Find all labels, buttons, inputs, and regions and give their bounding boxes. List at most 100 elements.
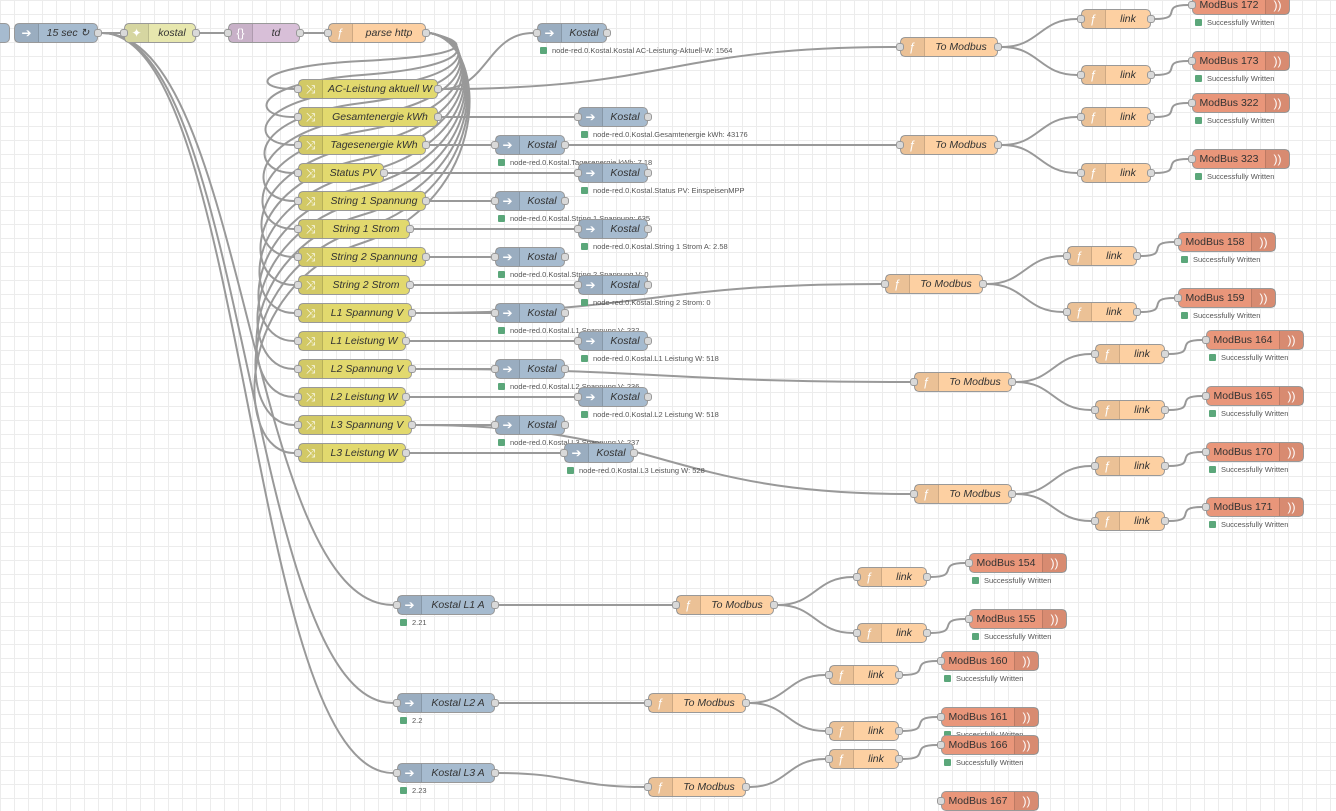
node-modbus-mb165[interactable]: ModBus 165)) <box>1202 386 1304 406</box>
wire[interactable] <box>1001 116 1078 146</box>
output-port[interactable] <box>408 365 416 373</box>
output-port[interactable] <box>491 601 499 609</box>
input-port[interactable] <box>294 169 302 177</box>
node-change-ch12[interactable]: ⤨L2 Leistung W <box>294 387 410 407</box>
node-ioout-k_l3v[interactable]: ➔Kostal <box>491 415 569 435</box>
input-port[interactable] <box>294 337 302 345</box>
output-port[interactable] <box>94 29 102 37</box>
input-port[interactable] <box>491 365 499 373</box>
input-port[interactable] <box>294 225 302 233</box>
output-port[interactable] <box>895 755 903 763</box>
output-port[interactable] <box>491 699 499 707</box>
input-port[interactable] <box>294 113 302 121</box>
node-change-ch11[interactable]: ⤨L2 Spannung V <box>294 359 416 379</box>
input-port[interactable] <box>574 281 582 289</box>
node-modbus-mb160[interactable]: ModBus 160)) <box>937 651 1039 671</box>
input-port[interactable] <box>1091 517 1099 525</box>
wire[interactable] <box>1168 395 1203 411</box>
input-port[interactable] <box>644 699 652 707</box>
input-port[interactable] <box>491 309 499 317</box>
node-change-ch7[interactable]: ⤨String 2 Spannung <box>294 247 430 267</box>
input-port[interactable] <box>393 601 401 609</box>
output-port[interactable] <box>422 253 430 261</box>
node-ioout-ka1[interactable]: ➔Kostal L1 A <box>393 595 499 615</box>
input-port[interactable] <box>560 449 568 457</box>
input-port[interactable] <box>1202 336 1210 344</box>
input-port[interactable] <box>574 337 582 345</box>
input-port[interactable] <box>294 449 302 457</box>
output-port[interactable] <box>408 421 416 429</box>
input-port[interactable] <box>1091 350 1099 358</box>
node-modbus-mb159[interactable]: ModBus 159)) <box>1174 288 1276 308</box>
node-inject-inject[interactable]: ➔15 sec ↻ <box>14 23 102 43</box>
input-port[interactable] <box>1091 462 1099 470</box>
node-change-ch2[interactable]: ⤨Gesamtenergie kWh <box>294 107 442 127</box>
node-ioout-k_s1v[interactable]: ➔Kostal <box>491 191 569 211</box>
wire[interactable] <box>749 758 826 788</box>
output-port[interactable] <box>1133 252 1141 260</box>
input-port[interactable] <box>644 783 652 791</box>
output-port[interactable] <box>644 169 652 177</box>
wire[interactable] <box>1168 451 1203 467</box>
wire[interactable] <box>265 32 459 118</box>
input-port[interactable] <box>1188 99 1196 107</box>
wire[interactable] <box>441 46 897 90</box>
input-port[interactable] <box>294 253 302 261</box>
node-modbus-mb166[interactable]: ModBus 166)) <box>937 735 1039 755</box>
output-port[interactable] <box>434 113 442 121</box>
input-port[interactable] <box>672 601 680 609</box>
input-port[interactable] <box>910 378 918 386</box>
input-port[interactable] <box>1077 113 1085 121</box>
input-port[interactable] <box>1077 169 1085 177</box>
node-change-ch9[interactable]: ⤨L1 Spannung V <box>294 303 416 323</box>
output-port[interactable] <box>1147 15 1155 23</box>
output-port[interactable] <box>644 225 652 233</box>
output-port[interactable] <box>644 393 652 401</box>
node-change-ch8[interactable]: ⤨String 2 Strom <box>294 275 414 295</box>
node-ioout-k_l2w[interactable]: ➔Kostal <box>574 387 652 407</box>
wire[interactable] <box>1015 381 1092 411</box>
node-ioout-k_s2v[interactable]: ➔Kostal <box>491 247 569 267</box>
node-change-ch4[interactable]: ⤨Status PV <box>294 163 388 183</box>
node-modbus-mb158[interactable]: ModBus 158)) <box>1174 232 1276 252</box>
node-change-ch14[interactable]: ⤨L3 Leistung W <box>294 443 410 463</box>
node-change-ch1[interactable]: ⤨AC-Leistung aktuell W <box>294 79 442 99</box>
input-port[interactable] <box>1202 448 1210 456</box>
node-modbus-mb161[interactable]: ModBus 161)) <box>937 707 1039 727</box>
wire[interactable] <box>749 674 826 704</box>
output-port[interactable] <box>406 225 414 233</box>
wire[interactable] <box>1154 4 1189 20</box>
input-port[interactable] <box>574 169 582 177</box>
input-port[interactable] <box>224 29 232 37</box>
output-port[interactable] <box>603 29 611 37</box>
node-change-ch5[interactable]: ⤨String 1 Spannung <box>294 191 430 211</box>
node-modbus-mb322[interactable]: ModBus 322)) <box>1188 93 1290 113</box>
output-port[interactable] <box>422 197 430 205</box>
input-port[interactable] <box>574 393 582 401</box>
output-port[interactable] <box>923 573 931 581</box>
input-port[interactable] <box>294 393 302 401</box>
output-port[interactable] <box>402 449 410 457</box>
wire[interactable] <box>1140 241 1175 257</box>
wire[interactable] <box>986 255 1064 285</box>
input-port[interactable] <box>294 85 302 93</box>
output-port[interactable] <box>561 365 569 373</box>
node-modbus-mb155[interactable]: ModBus 155)) <box>965 609 1067 629</box>
input-port[interactable] <box>1091 406 1099 414</box>
node-change-ch6[interactable]: ⤨String 1 Strom <box>294 219 414 239</box>
wire[interactable] <box>498 772 645 788</box>
output-port[interactable] <box>923 629 931 637</box>
node-ioout-k_l1v[interactable]: ➔Kostal <box>491 303 569 323</box>
